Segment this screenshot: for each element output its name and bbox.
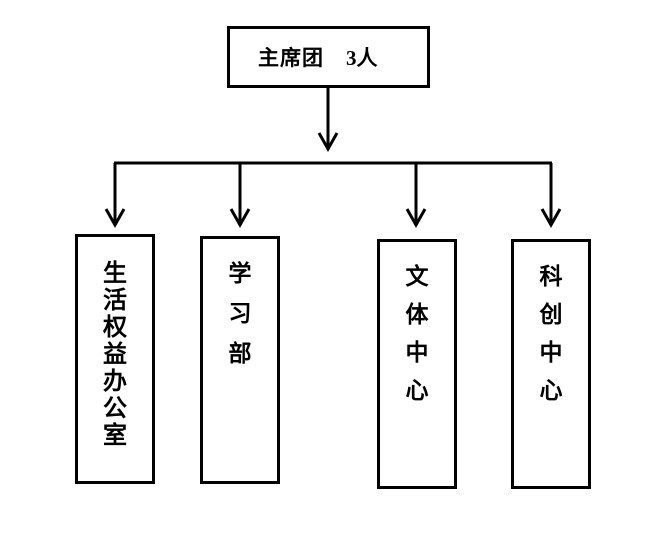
department-label-char: 中 xyxy=(405,340,429,366)
department-label-char: 科 xyxy=(539,264,563,290)
department-label-char: 创 xyxy=(539,302,563,328)
root-node-presidium: 主席团 3人 xyxy=(227,26,430,88)
department-node-science-innovation: 科创中心 xyxy=(511,239,591,489)
root-arrow-head xyxy=(317,132,339,153)
root-node-count: 3人 xyxy=(346,46,378,70)
department-label-char: 心 xyxy=(539,378,563,404)
department-label: 文体中心 xyxy=(380,266,454,418)
department-label-char: 权 xyxy=(103,313,127,341)
department-label: 学习部 xyxy=(203,263,277,383)
department-label-char: 部 xyxy=(228,341,252,367)
branch-arrow-head-2 xyxy=(229,208,251,229)
department-label-char: 活 xyxy=(103,286,127,314)
department-label-char: 公 xyxy=(103,394,127,422)
department-node-study: 学习部 xyxy=(200,236,280,484)
department-label-char: 中 xyxy=(539,340,563,366)
department-label-char: 文 xyxy=(405,264,429,290)
department-label-char: 益 xyxy=(103,340,127,368)
department-node-culture-sports: 文体中心 xyxy=(377,239,457,489)
department-label-char: 体 xyxy=(405,302,429,328)
department-label-char: 心 xyxy=(405,378,429,404)
branch-arrow-head-4 xyxy=(540,208,562,229)
department-node-life-rights-office: 生活权益办公室 xyxy=(75,234,155,484)
department-label-char: 习 xyxy=(228,301,252,327)
department-label-char: 室 xyxy=(103,421,127,449)
branch-arrow-head-3 xyxy=(405,208,427,229)
department-label-char: 生 xyxy=(103,259,127,287)
branch-arrow-head-1 xyxy=(104,208,126,229)
department-label: 科创中心 xyxy=(514,266,588,418)
department-label-char: 办 xyxy=(103,367,127,395)
department-label: 生活权益办公室 xyxy=(78,261,152,450)
department-label-char: 学 xyxy=(228,261,252,287)
root-node-title: 主席团 xyxy=(258,46,324,70)
